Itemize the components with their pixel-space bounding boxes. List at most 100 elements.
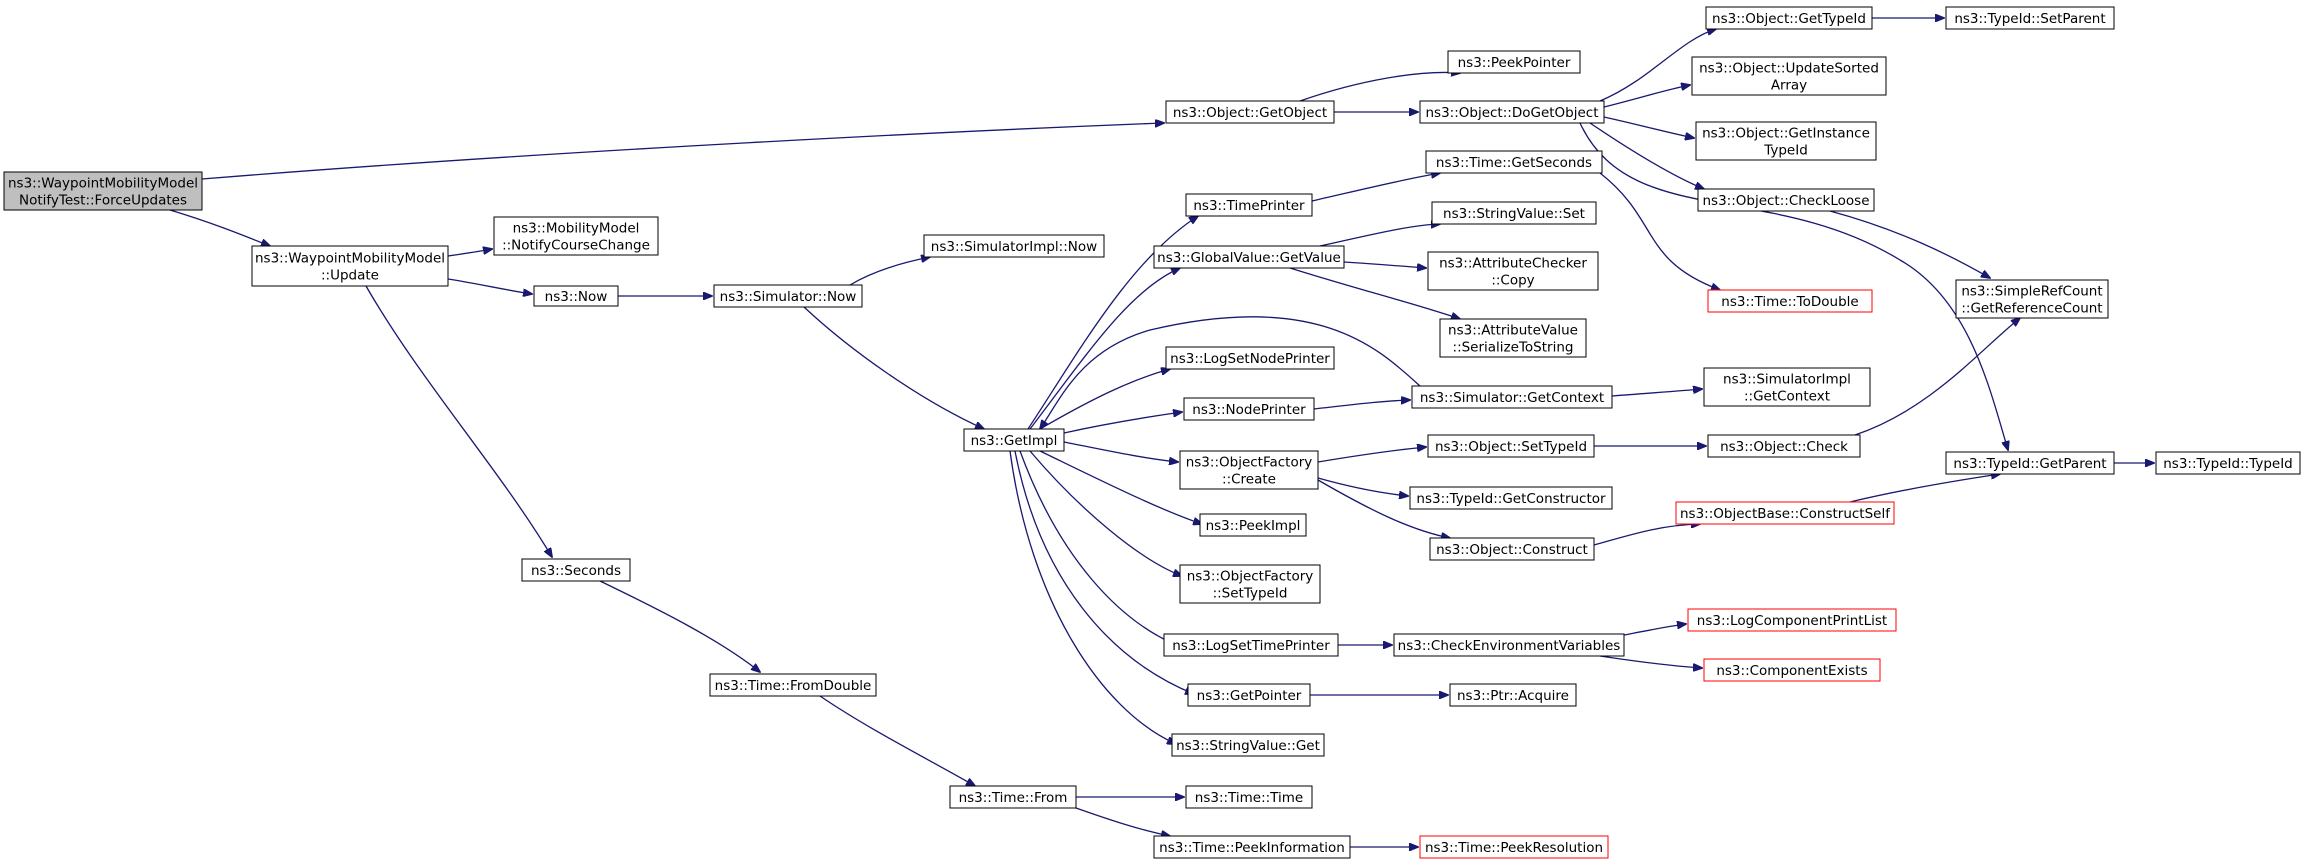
node-box: [2155, 451, 2301, 475]
node-peekPointer[interactable]: ns3::PeekPointer: [1447, 50, 1581, 74]
node-box: [949, 785, 1077, 809]
edge-simGetContext-to-simImplGetContext: [1611, 389, 1702, 397]
node-getRefCount[interactable]: ns3::SimpleRefCount::GetReferenceCount: [1955, 279, 2109, 319]
node-simNow[interactable]: ns3::Simulator::Now: [713, 284, 863, 308]
node-wmmUpdate[interactable]: ns3::WaypointMobilityModel::Update: [251, 245, 449, 287]
node-box: [1697, 188, 1875, 212]
edge-doGetObject-to-updateSorted: [1603, 85, 1690, 108]
node-box: [1687, 608, 1897, 632]
node-doGetObject[interactable]: ns3::Object::DoGetObject: [1419, 100, 1605, 124]
node-objCheck[interactable]: ns3::Object::Check: [1707, 434, 1861, 458]
node-box: [1427, 434, 1595, 458]
node-label: ::GetContext: [1744, 389, 1830, 405]
node-label: ns3::SimpleRefCount: [1961, 284, 2102, 300]
node-box: [1185, 785, 1313, 809]
node-label: ns3::ObjectBase::ConstructSelf: [1680, 506, 1891, 522]
node-label: ns3::Ptr::Acquire: [1457, 688, 1569, 704]
node-objConstruct[interactable]: ns3::Object::Construct: [1429, 537, 1595, 561]
node-logSetNode[interactable]: ns3::LogSetNodePrinter: [1165, 346, 1335, 370]
node-tidTypeId[interactable]: ns3::TypeId::TypeId: [2155, 451, 2301, 475]
node-label: ns3::Now: [545, 289, 608, 305]
node-ofCreate[interactable]: ns3::ObjectFactory::Create: [1179, 450, 1319, 490]
edge-gvGetValue-to-svSet: [1319, 224, 1440, 247]
node-label: ns3::LogComponentPrintList: [1697, 613, 1887, 629]
node-timeFrom[interactable]: ns3::Time::From: [949, 785, 1077, 809]
edge-getImpl-to-gvGetValue: [1029, 268, 1180, 430]
node-tidSetParent[interactable]: ns3::TypeId::SetParent: [1945, 6, 2115, 30]
call-nodes: ns3::WaypointMobilityModelNotifyTest::Fo…: [3, 6, 2301, 859]
node-logSetTime[interactable]: ns3::LogSetTimePrinter: [1163, 633, 1339, 657]
node-tidGetParent[interactable]: ns3::TypeId::GetParent: [1945, 451, 2115, 475]
node-label: ns3::Time::ToDouble: [1721, 294, 1858, 310]
node-toDouble[interactable]: ns3::Time::ToDouble: [1707, 289, 1873, 313]
node-label: ns3::Object::Construct: [1436, 542, 1588, 558]
node-box: [1419, 100, 1605, 124]
node-logCompPrint[interactable]: ns3::LogComponentPrintList: [1687, 608, 1897, 632]
node-label: ns3::Object::GetInstance: [1702, 126, 1870, 142]
node-label: ::SerializeToString: [1453, 340, 1574, 356]
node-now[interactable]: ns3::Now: [533, 285, 619, 307]
node-box: [1393, 633, 1625, 657]
node-peekImpl[interactable]: ns3::PeekImpl: [1199, 513, 1307, 537]
node-box: [1171, 733, 1325, 757]
node-root[interactable]: ns3::WaypointMobilityModelNotifyTest::Fo…: [3, 171, 203, 211]
node-box: [1703, 367, 1871, 407]
node-fromDouble[interactable]: ns3::Time::FromDouble: [709, 673, 877, 697]
node-timeTime[interactable]: ns3::Time::Time: [1185, 785, 1313, 809]
node-box: [1945, 451, 2115, 475]
node-objSetTypeId[interactable]: ns3::Object::SetTypeId: [1427, 434, 1595, 458]
node-label: ns3::Seconds: [531, 563, 621, 579]
node-ptrAcquire[interactable]: ns3::Ptr::Acquire: [1449, 683, 1577, 707]
node-simImplNow[interactable]: ns3::SimulatorImpl::Now: [923, 234, 1105, 258]
node-objGetObject[interactable]: ns3::Object::GetObject: [1165, 100, 1335, 124]
node-peekInfo[interactable]: ns3::Time::PeekInformation: [1153, 835, 1351, 859]
node-avSerialize[interactable]: ns3::AttributeValue::SerializeToString: [1439, 318, 1587, 358]
node-tidGetCtor[interactable]: ns3::TypeId::GetConstructor: [1409, 486, 1613, 510]
node-ofSetTypeId[interactable]: ns3::ObjectFactory::SetTypeId: [1179, 564, 1321, 604]
node-getSeconds[interactable]: ns3::Time::GetSeconds: [1425, 150, 1603, 174]
node-box: [1185, 193, 1313, 217]
node-svSet[interactable]: ns3::StringValue::Set: [1431, 201, 1597, 225]
node-label: ns3::Time::FromDouble: [715, 678, 872, 694]
node-compExists[interactable]: ns3::ComponentExists: [1703, 658, 1881, 682]
node-box: [1183, 397, 1315, 421]
node-simGetContext[interactable]: ns3::Simulator::GetContext: [1411, 385, 1613, 409]
node-gvGetValue[interactable]: ns3::GlobalValue::GetValue: [1153, 245, 1345, 269]
node-label: ns3::Time::PeekResolution: [1425, 840, 1603, 856]
node-getPointer[interactable]: ns3::GetPointer: [1187, 683, 1311, 707]
node-checkEnv[interactable]: ns3::CheckEnvironmentVariables: [1393, 633, 1625, 657]
node-checkLoose[interactable]: ns3::Object::CheckLoose: [1697, 188, 1875, 212]
node-label: ns3::Simulator::Now: [720, 289, 857, 305]
node-box: [1165, 346, 1335, 370]
node-box: [1675, 501, 1895, 525]
edge-doGetObject-to-getInstance: [1603, 116, 1694, 138]
node-label: ns3::TypeId::GetParent: [1953, 456, 2106, 472]
node-box: [1409, 486, 1613, 510]
node-objGetTypeId[interactable]: ns3::Object::GetTypeId: [1705, 6, 1873, 30]
node-peekRes[interactable]: ns3::Time::PeekResolution: [1419, 835, 1609, 859]
edge-doGetObject-to-checkLoose: [1589, 122, 1704, 189]
node-constructSelf[interactable]: ns3::ObjectBase::ConstructSelf: [1675, 501, 1895, 525]
node-label: ns3::Object::Check: [1720, 439, 1848, 455]
node-box: [1703, 658, 1881, 682]
edge-getImpl-to-peekImpl: [1039, 450, 1202, 524]
node-label: ns3::Object::GetObject: [1173, 105, 1327, 121]
node-mmNotify[interactable]: ns3::MobilityModel::NotifyCourseChange: [493, 216, 659, 256]
node-svGet[interactable]: ns3::StringValue::Get: [1171, 733, 1325, 757]
edge-timeFrom-to-peekInfo: [1075, 807, 1170, 836]
node-acCopy[interactable]: ns3::AttributeChecker::Copy: [1427, 251, 1599, 291]
node-timePrinter[interactable]: ns3::TimePrinter: [1185, 193, 1313, 217]
node-seconds[interactable]: ns3::Seconds: [521, 558, 631, 582]
node-box: [1153, 245, 1345, 269]
node-nodePrinter[interactable]: ns3::NodePrinter: [1183, 397, 1315, 421]
node-simImplGetContext[interactable]: ns3::SimulatorImpl::GetContext: [1703, 367, 1871, 407]
node-getImpl[interactable]: ns3::GetImpl: [963, 428, 1065, 452]
edge-getImpl-to-logSetNode: [1039, 369, 1170, 430]
node-box: [1419, 835, 1609, 859]
edge-timePrinter-to-getSeconds: [1311, 173, 1440, 202]
edge-simNow-to-simImplNow: [849, 257, 930, 286]
edge-fromDouble-to-timeFrom: [819, 695, 975, 786]
edge-checkEnv-to-logCompPrint: [1623, 624, 1686, 636]
